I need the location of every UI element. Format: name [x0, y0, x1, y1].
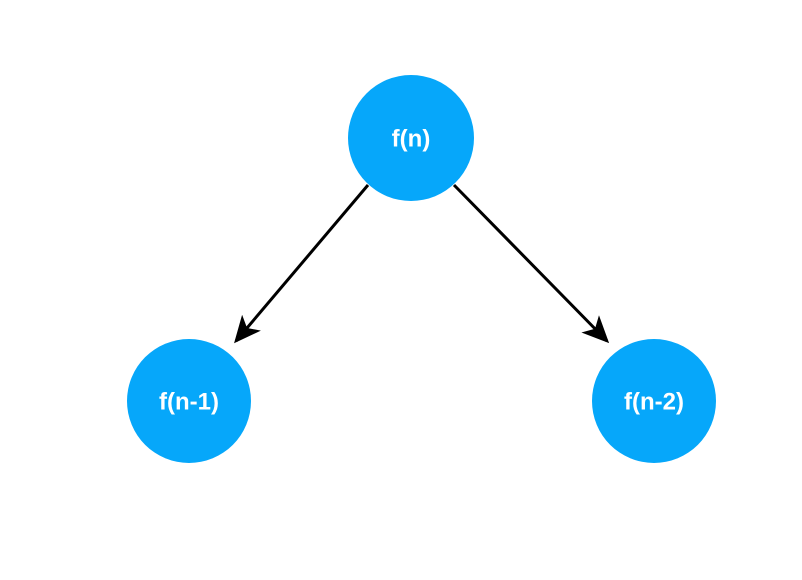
- edge-root-to-right-child: [452, 183, 610, 344]
- node-root-label: f(n): [392, 126, 431, 153]
- node-left-child[interactable]: f(n-1): [127, 339, 251, 463]
- node-root[interactable]: f(n): [348, 75, 474, 201]
- node-right-child-circle[interactable]: [592, 339, 716, 463]
- edge-root-to-left-child: [234, 184, 370, 344]
- node-left-child-circle[interactable]: [127, 339, 251, 463]
- node-right-child[interactable]: f(n-2): [592, 339, 716, 463]
- edge-group: [234, 183, 610, 344]
- node-root-circle[interactable]: [348, 75, 474, 201]
- node-left-child-label: f(n-1): [159, 389, 219, 416]
- node-right-child-label: f(n-2): [624, 389, 684, 416]
